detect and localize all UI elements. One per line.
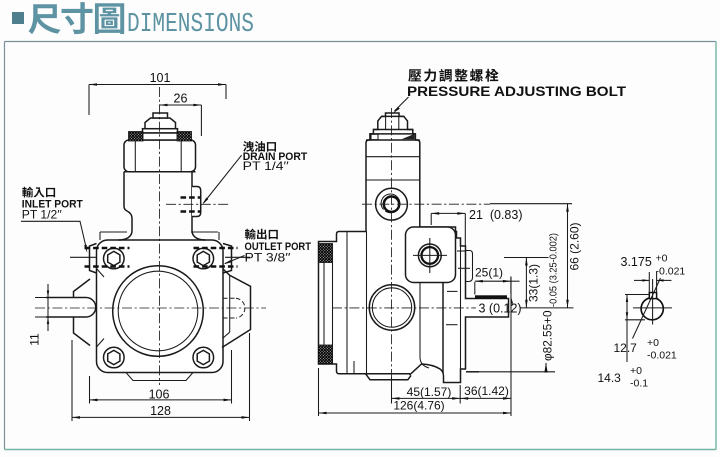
svg-text:106: 106 [149, 387, 170, 401]
svg-text:+0: +0 [647, 337, 659, 349]
svg-text:101: 101 [150, 71, 171, 85]
svg-text:+0: +0 [630, 365, 642, 377]
svg-text:11: 11 [28, 333, 42, 346]
svg-text:14.3: 14.3 [598, 371, 622, 385]
svg-text:12.7: 12.7 [614, 341, 638, 355]
svg-text:φ82.55+0: φ82.55+0 [541, 310, 555, 361]
svg-text:PT 1/2′′: PT 1/2′′ [22, 208, 63, 222]
svg-text:PT 3/8′′: PT 3/8′′ [245, 251, 292, 265]
svg-text:PRESSURE ADJUSTING BOLT: PRESSURE ADJUSTING BOLT [407, 84, 626, 100]
svg-text:25(1): 25(1) [475, 266, 503, 280]
svg-text:21 (0.83): 21 (0.83) [469, 208, 523, 222]
svg-text:-0.021: -0.021 [656, 266, 686, 278]
svg-text:-0.05 (3.25-0.002): -0.05 (3.25-0.002) [549, 233, 560, 307]
svg-text:36(1.42): 36(1.42) [464, 384, 509, 398]
svg-text:66 (2.60): 66 (2.60) [568, 222, 582, 270]
svg-text:-0.021: -0.021 [647, 350, 677, 362]
svg-text:3 (0.12): 3 (0.12) [479, 302, 522, 316]
svg-text:33(1.3): 33(1.3) [527, 264, 541, 302]
svg-text:45(1.57): 45(1.57) [407, 385, 452, 399]
svg-text:DIMENSIONS: DIMENSIONS [127, 10, 254, 40]
svg-text:-0.1: -0.1 [630, 378, 648, 390]
svg-text:+0: +0 [656, 253, 668, 265]
svg-text:PT 1/4′′: PT 1/4′′ [243, 159, 290, 173]
svg-text:DRAIN PORT: DRAIN PORT [243, 151, 308, 163]
svg-text:126(4.76): 126(4.76) [393, 399, 444, 413]
svg-text:OUTLET PORT: OUTLET PORT [245, 241, 312, 253]
svg-text:26: 26 [174, 92, 188, 106]
svg-text:INLET PORT: INLET PORT [22, 199, 83, 211]
svg-text:3.175: 3.175 [621, 255, 652, 269]
svg-text:128: 128 [150, 404, 171, 418]
